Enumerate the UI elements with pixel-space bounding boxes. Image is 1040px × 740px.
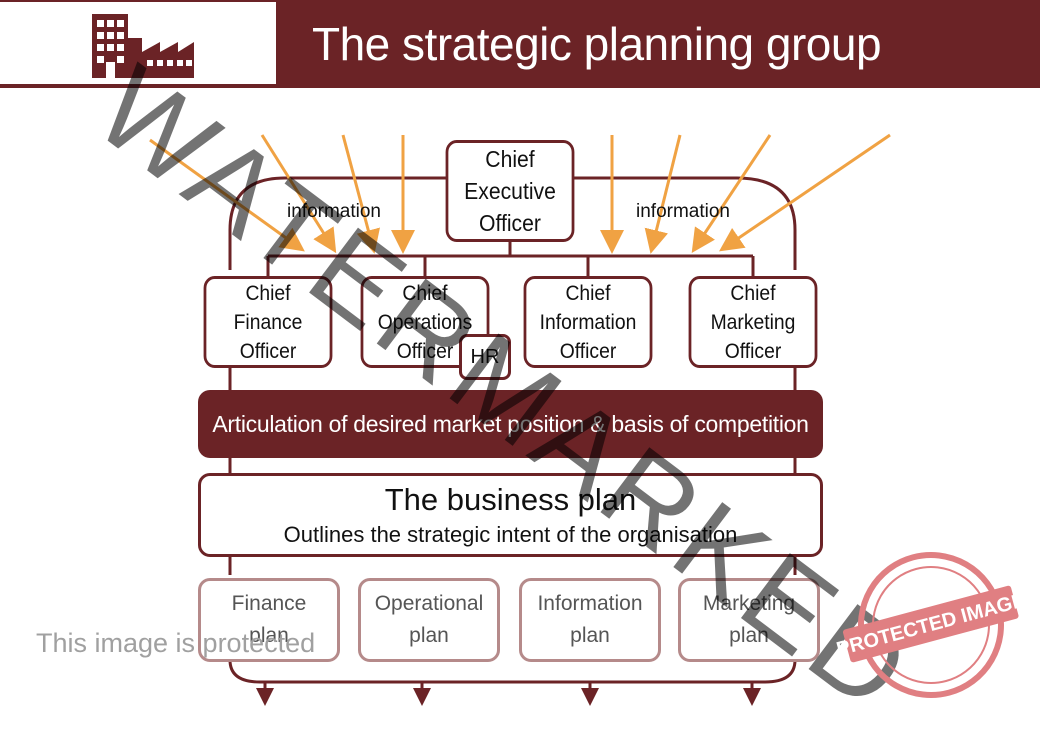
articulation-label: Articulation of desired market position … [212, 410, 809, 437]
information-label-left: information [287, 201, 381, 222]
ceo-label: Chief Executive Officer [464, 146, 556, 236]
business-plan-title: The business plan [384, 482, 637, 517]
coo-label: Chief Operations Officer [377, 281, 473, 363]
protected-stamp-icon: PROTECTED IMAGE [836, 552, 1026, 698]
finance-plan-box: Finance plan [198, 578, 340, 662]
business-plan-box: The business plan Outlines the strategic… [198, 473, 823, 557]
ceo-box: Chief Executive Officer [445, 140, 575, 242]
cio-box: Chief Information Officer [523, 276, 653, 368]
marketing-plan-box: Marketing plan [678, 578, 820, 662]
operational-plan-box: Operational plan [358, 578, 500, 662]
protected-notice: This image is protected [36, 628, 316, 658]
cmo-box: Chief Marketing Officer [688, 276, 818, 368]
cfo-box: Chief Finance Officer [203, 276, 333, 368]
finance-plan-label: Finance plan [231, 592, 307, 647]
coo-box: Chief Operations Officer [360, 276, 490, 368]
cmo-label: Chief Marketing Officer [710, 281, 796, 363]
cfo-label: Chief Finance Officer [233, 281, 303, 363]
articulation-band: Articulation of desired market position … [198, 390, 823, 458]
business-plan-subtitle: Outlines the strategic intent of the org… [283, 522, 738, 547]
information-plan-box: Information plan [519, 578, 661, 662]
header-bar: The strategic planning group [0, 0, 1040, 88]
information-label-right: information [636, 201, 730, 222]
marketing-plan-label: Marketing plan [702, 592, 796, 647]
factory-icon [92, 14, 194, 78]
information-arrows [149, 133, 891, 254]
cio-label: Chief Information Officer [539, 281, 637, 363]
page-title: The strategic planning group [312, 18, 882, 70]
plan-output-arrows [256, 682, 761, 706]
logo [0, 2, 276, 84]
operational-plan-label: Operational plan [374, 592, 484, 647]
information-plan-label: Information plan [537, 592, 643, 647]
hr-box: HR [459, 334, 511, 380]
